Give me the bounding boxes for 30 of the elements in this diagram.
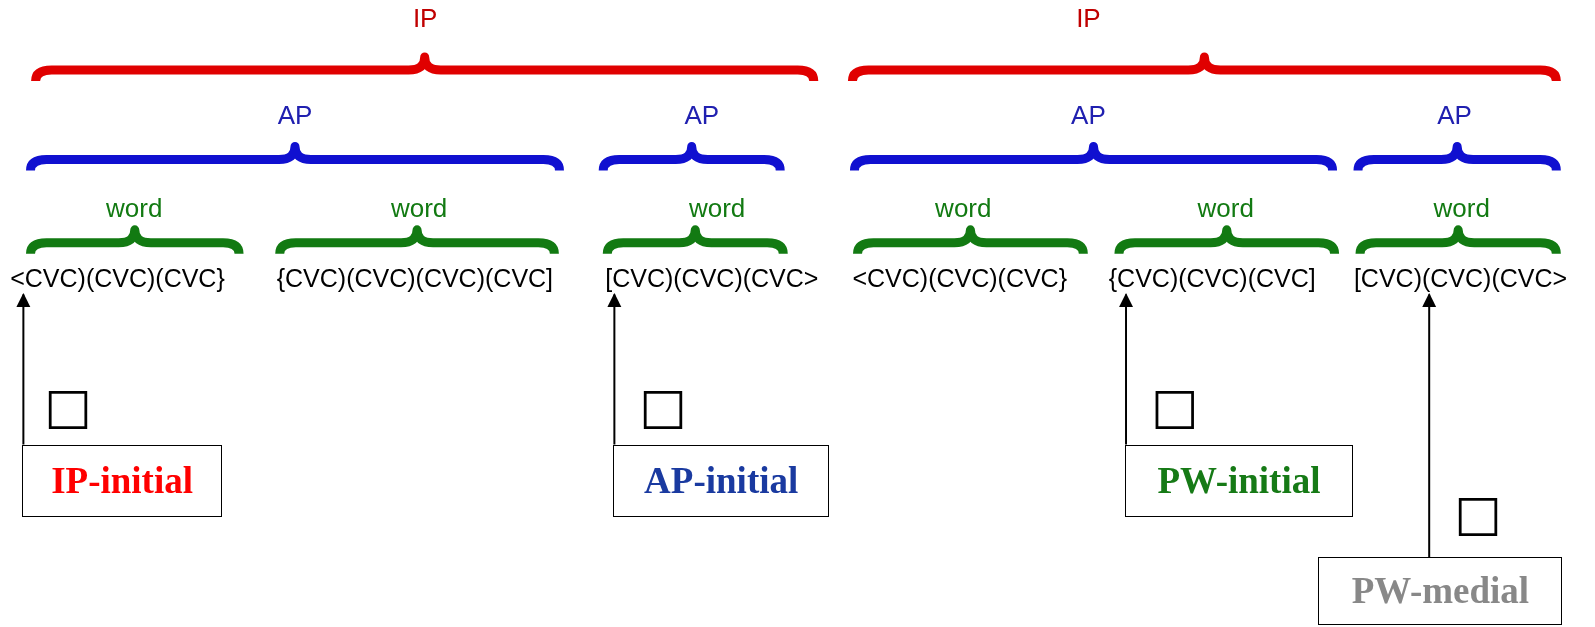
placeholder-glyph: □ xyxy=(44,380,92,433)
level-label: word xyxy=(106,193,163,224)
syllable-string: [CVC)(CVC)(CVC> xyxy=(1353,264,1568,293)
syllable-string: {CVC)(CVC)(CVC)(CVC] xyxy=(276,264,554,293)
level-label: AP xyxy=(1071,99,1106,130)
level-label: IP xyxy=(1076,3,1101,34)
level-label: AP xyxy=(1437,99,1472,130)
level-label: AP xyxy=(684,99,720,130)
label-box: AP-initial xyxy=(613,444,829,517)
placeholder-glyph: □ xyxy=(1454,487,1502,540)
placeholder-glyph: □ xyxy=(1151,380,1199,433)
syllable-string: [CVC)(CVC)(CVC> xyxy=(605,264,819,293)
level-label: AP xyxy=(277,99,313,130)
placeholder-glyph: □ xyxy=(639,380,687,433)
level-label: word xyxy=(390,193,448,224)
level-label: IP xyxy=(412,3,438,34)
label-box: PW-medial xyxy=(1318,557,1563,625)
label-box: PW-initial xyxy=(1125,444,1353,517)
syllable-string: {CVC)(CVC)(CVC] xyxy=(1108,264,1316,293)
arrow xyxy=(607,293,622,446)
arrow xyxy=(1422,293,1437,559)
level-label: word xyxy=(1433,193,1490,224)
arrow xyxy=(1119,293,1134,446)
level-label: word xyxy=(1197,193,1254,224)
arrow xyxy=(16,293,31,446)
level-label: word xyxy=(935,193,992,224)
syllable-string: <CVC)(CVC)(CVC} xyxy=(10,264,225,293)
label-box: IP-initial xyxy=(22,444,222,517)
level-label: word xyxy=(688,193,746,224)
syllable-string: <CVC)(CVC)(CVC} xyxy=(852,264,1068,293)
